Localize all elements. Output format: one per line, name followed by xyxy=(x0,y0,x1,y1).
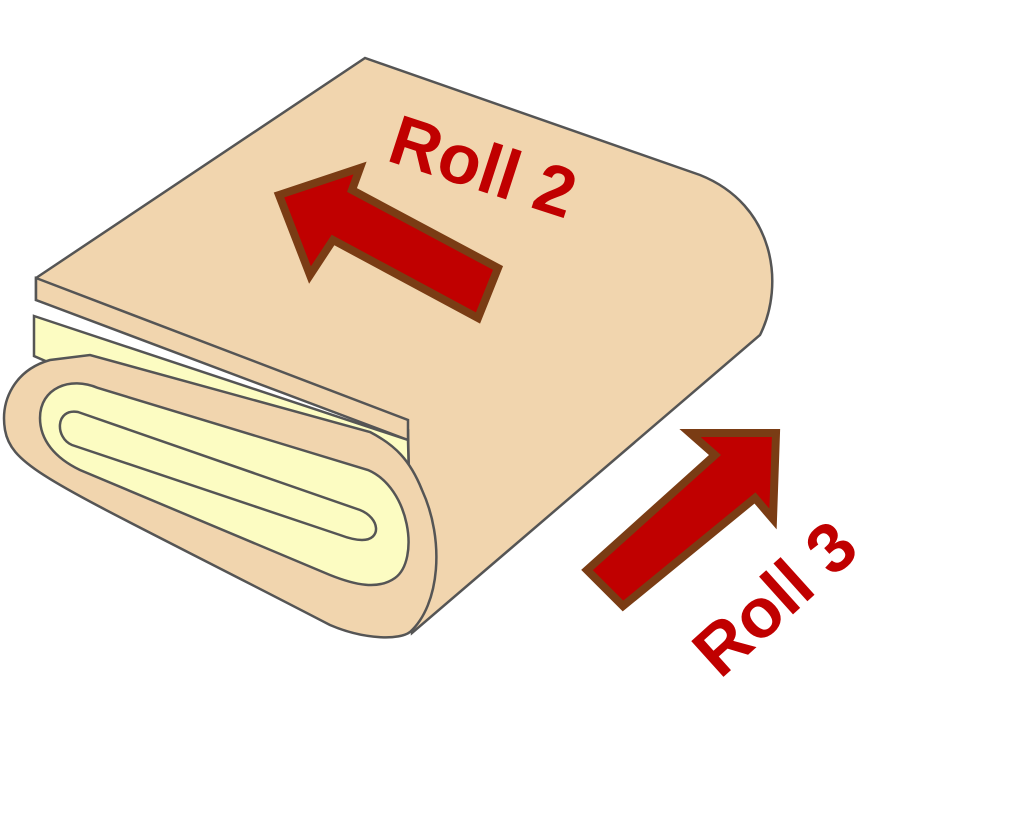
arrow-up-right-icon xyxy=(581,429,781,612)
arrow-up-left-icon xyxy=(273,161,504,324)
folded-fabric-roll-icon xyxy=(2,56,774,639)
fabric-top-surface xyxy=(34,56,774,636)
fabric-roll-core xyxy=(58,410,378,542)
